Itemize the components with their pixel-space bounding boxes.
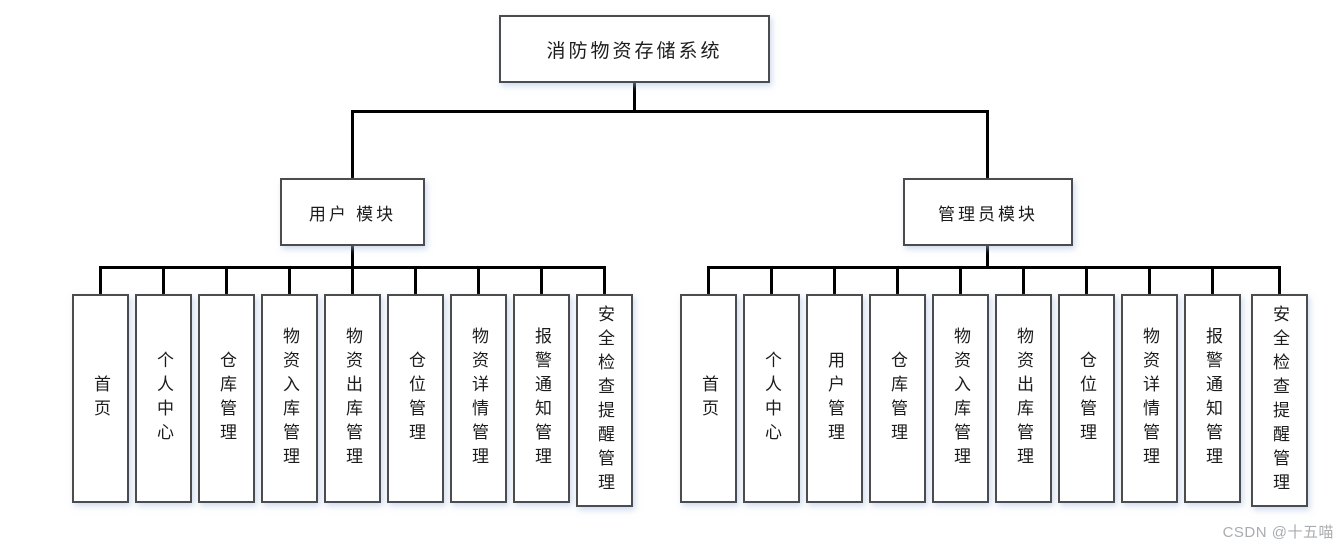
node-user-warehouse-mgmt: 仓库管理 [198,294,255,503]
connector-line [833,266,836,294]
connector-line [770,266,773,294]
node-user-material-outbound-mgmt: 物资出库管理 [324,294,381,503]
connector-line [633,83,636,112]
user-module-label: 用户 模块 [308,204,397,224]
node-user-material-detail-mgmt: 物资详情管理 [450,294,507,503]
connector-line [1085,266,1088,294]
connector-line [1211,266,1214,294]
connector-line [162,266,165,294]
node-admin-storage-slot-mgmt: 仓位管理 [1058,294,1115,503]
node-user-home: 首页 [72,294,129,503]
node-user-material-inbound-mgmt: 物资入库管理 [261,294,318,503]
connector-line [986,245,989,268]
node-admin-material-detail-mgmt: 物资详情管理 [1121,294,1178,503]
connector-line [986,110,989,178]
connector-line [1148,266,1151,294]
connector-line [99,266,102,294]
connector-line [477,266,480,294]
node-user-module: 用户 模块 [280,178,425,246]
node-admin-personal-center: 个人中心 [743,294,800,503]
node-user-storage-slot-mgmt: 仓位管理 [387,294,444,503]
node-admin-alarm-notice-mgmt: 报警通知管理 [1184,294,1241,503]
connector-line [351,110,989,113]
connector-line [288,266,291,294]
node-user-alarm-notice-mgmt: 报警通知管理 [513,294,570,503]
admin-module-label: 管理员模块 [938,204,1038,224]
connector-line [959,266,962,294]
node-admin-user-mgmt: 用户管理 [806,294,863,503]
connector-line [351,245,354,268]
node-admin-material-outbound-mgmt: 物资出库管理 [995,294,1052,503]
node-root-system: 消防物资存储系统 [499,15,770,83]
node-admin-warehouse-mgmt: 仓库管理 [869,294,926,503]
connector-line [225,266,228,294]
connector-line [540,266,543,294]
csdn-watermark: CSDN @十五喵 [1222,524,1334,541]
node-user-personal-center: 个人中心 [135,294,192,503]
node-admin-home: 首页 [680,294,737,503]
connector-line [707,266,1281,269]
connector-line [707,266,710,294]
node-admin-material-inbound-mgmt: 物资入库管理 [932,294,989,503]
connector-line [896,266,899,294]
connector-line [351,266,354,294]
connector-line [351,110,354,178]
root-title-label: 消防物资存储系统 [546,40,723,62]
connector-line [603,266,606,294]
node-admin-module: 管理员模块 [903,178,1073,246]
connector-line [1022,266,1025,294]
node-user-safety-check-reminder-mgmt: 安全检查提醒管理 [576,294,633,507]
connector-line [414,266,417,294]
node-admin-safety-check-reminder-mgmt: 安全检查提醒管理 [1251,294,1308,507]
connector-line [1278,266,1281,294]
